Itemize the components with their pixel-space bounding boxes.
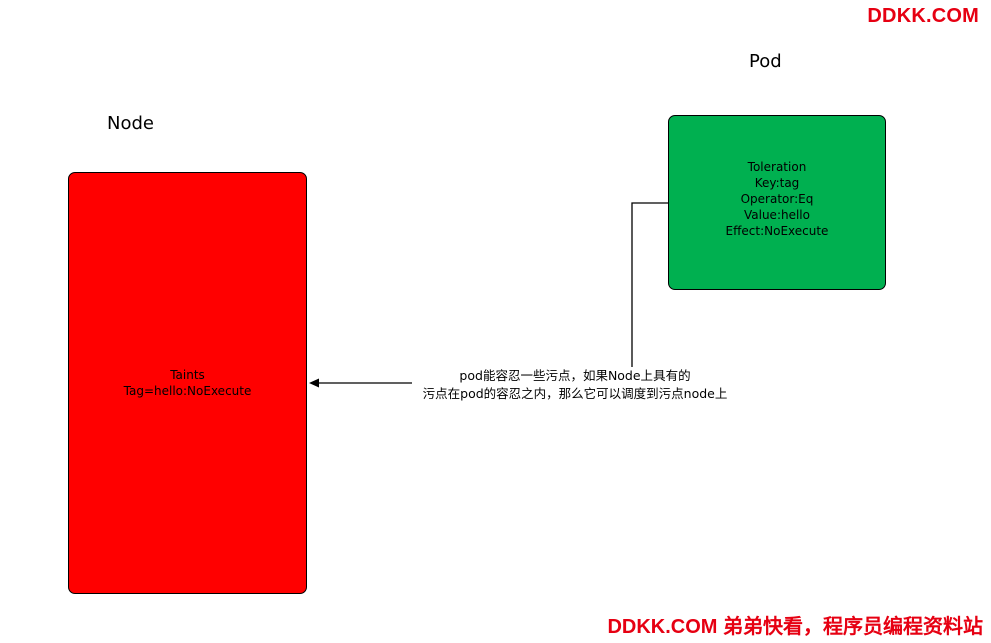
caption-line-2: 污点在pod的容忍之内，那么它可以调度到污点node上 [422,386,728,401]
caption-line-1: pod能容忍一些污点，如果Node上具有的 [459,368,691,383]
pod-toleration-operator: Operator:Eq [740,191,814,206]
pod-title: Pod [749,51,782,72]
pod-toleration-label: Toleration [747,159,807,174]
pod-toleration-box: Toleration Key:tag Operator:Eq Value:hel… [668,115,886,290]
pod-toleration-value: Value:hello [743,207,810,222]
connector-caption: pod能容忍一些污点，如果Node上具有的 污点在pod的容忍之内，那么它可以调… [412,367,738,403]
node-taint-value: Tag=hello:NoExecute [123,384,252,398]
pod-toleration-key: Key:tag [754,175,800,190]
node-title: Node [107,113,154,134]
watermark-bottom: DDKK.COM 弟弟快看，程序员编程资料站 [607,616,983,638]
node-taints-box: Taints Tag=hello:NoExecute [68,172,307,594]
node-taints-label: Taints [170,368,205,382]
arrowhead-icon [309,378,319,388]
watermark-top: DDKK.COM [867,5,979,27]
connector-line [318,202,668,384]
pod-toleration-effect: Effect:NoExecute [725,223,829,238]
